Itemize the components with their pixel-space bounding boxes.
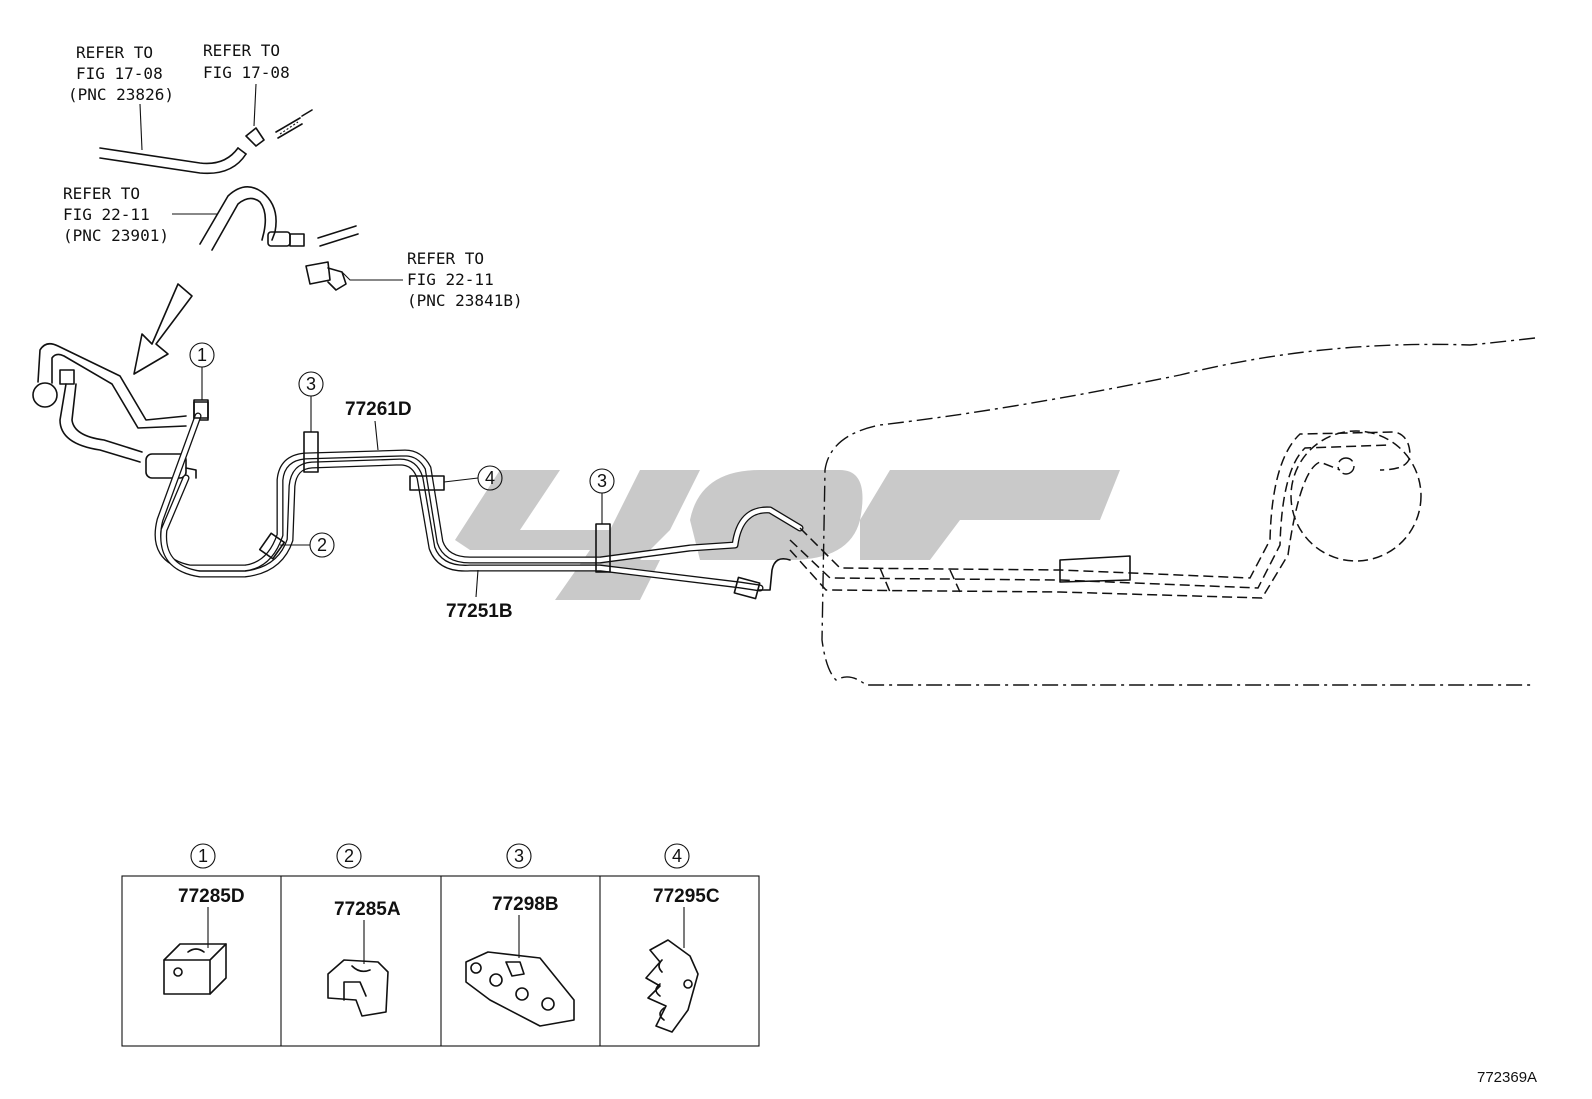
clamp-77285D-icon: [163, 943, 227, 995]
ref1-line1: REFER TO: [76, 43, 153, 62]
legend-1-num: 1: [198, 846, 208, 866]
legend-1-part: 77285D: [178, 886, 245, 907]
legend-4-part: 77295C: [653, 886, 720, 907]
engine-fittings: [32, 342, 209, 479]
legend-2-part: 77285A: [334, 899, 401, 920]
clamp-2-on-line: [258, 532, 286, 560]
ref3-line1: REFER TO: [63, 184, 140, 203]
label-77251B: 77251B: [446, 569, 513, 622]
callout-4: 4: [443, 465, 503, 491]
ref4-line3: (PNC 23841B): [407, 291, 523, 310]
label-77261D: 77261D: [345, 399, 412, 451]
legend-3-num: 3: [514, 846, 524, 866]
figure-id: 772369A: [1477, 1069, 1537, 1086]
ref1-line2: FIG 17-08: [76, 64, 163, 83]
vacuum-hose-upper: [99, 109, 313, 175]
legend-clamp-3: 3 77298B: [465, 843, 575, 1027]
callout-1-num: 1: [197, 345, 207, 365]
clamp-77298B-icon: [465, 951, 575, 1027]
fuel-line-upper-77261D: [154, 412, 804, 572]
reference-leaders: [139, 83, 403, 281]
ref4-line2: FIG 22-11: [407, 270, 494, 289]
callout-3a: 3: [298, 371, 324, 432]
clamp-77295C-icon: [645, 939, 699, 1033]
legend-clamp-2: 2 77285A: [327, 843, 401, 1017]
clamp-1-on-line: [193, 399, 209, 419]
legend-3-part: 77298B: [492, 894, 559, 915]
watermark-logo: [455, 470, 1120, 600]
fuel-line-lower-77251B: [160, 458, 764, 592]
callout-3a-num: 3: [306, 374, 316, 394]
clamp-legend-table: [121, 875, 760, 1047]
ref4-line1: REFER TO: [407, 249, 484, 268]
direction-arrow: [133, 283, 193, 375]
reference-note-1: REFER TO FIG 17-08 (PNC 23826): [68, 43, 174, 104]
callout-3b-num: 3: [597, 471, 607, 491]
legend-clamp-1: 1 77285D: [163, 843, 245, 995]
callout-4-num: 4: [485, 468, 495, 488]
legend-clamp-4: 4 77295C: [645, 843, 720, 1033]
ref3-line3: (PNC 23901): [63, 226, 169, 245]
part-number-lower-line: 77251B: [446, 601, 513, 622]
clamp-4-on-line: [409, 475, 445, 491]
connector-fitting: [733, 557, 791, 600]
clamp-3b-on-line: [595, 523, 611, 573]
reference-note-3: REFER TO FIG 22-11 (PNC 23901): [63, 184, 169, 245]
callout-1: 1: [189, 342, 215, 400]
vacuum-hose-middle: [199, 186, 359, 291]
ref1-line3: (PNC 23826): [68, 85, 174, 104]
ref2-line1: REFER TO: [203, 41, 280, 60]
reference-note-4: REFER TO FIG 22-11 (PNC 23841B): [407, 249, 523, 310]
part-number-upper-line: 77261D: [345, 399, 412, 420]
ref3-line2: FIG 22-11: [63, 205, 150, 224]
callout-3b: 3: [589, 468, 615, 524]
legend-4-num: 4: [672, 846, 682, 866]
clamp-77285A-icon: [327, 959, 389, 1017]
legend-2-num: 2: [344, 846, 354, 866]
fuel-tank-outline: [789, 337, 1536, 686]
ref2-line2: FIG 17-08: [203, 63, 290, 82]
callout-2: 2: [280, 532, 335, 558]
reference-note-2: REFER TO FIG 17-08: [203, 41, 290, 82]
callout-2-num: 2: [317, 535, 327, 555]
